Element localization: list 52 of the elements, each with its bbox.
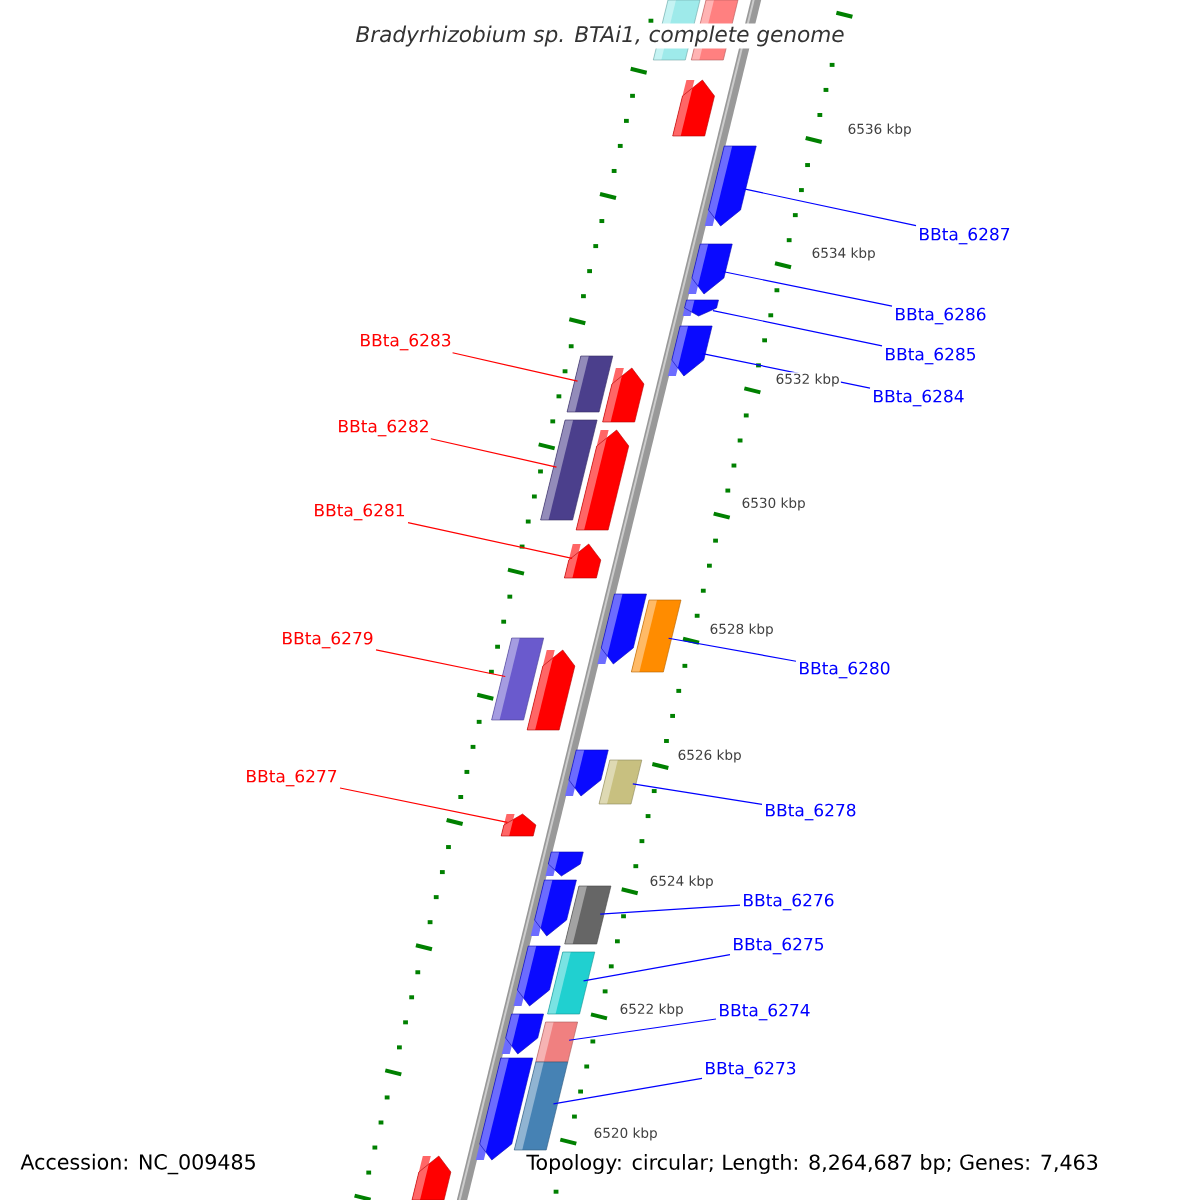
leader-line [599,904,741,915]
leader-line [375,649,506,678]
leader-line [742,188,917,227]
gene-label: BBta_6285 [886,347,976,365]
gene-label: BBta_6280 [800,661,890,679]
gene-box [602,367,645,423]
leader-line [430,438,558,468]
gene-label: BBta_6284 [874,389,964,407]
gene-box [682,299,719,317]
gene-box [526,649,576,731]
gene-box [575,429,630,531]
leader-line [451,352,579,382]
gene-box [688,243,733,295]
title: Bradyrhizobium sp. BTAi1, complete genome [353,23,847,49]
leader-line [632,783,763,805]
gene-box [704,145,757,227]
leader-line [568,1018,717,1041]
gene-box [564,543,602,579]
gene-label: BBta_6279 [283,631,373,649]
gene-box [565,749,609,797]
gene-label: BBta_6278 [766,803,856,821]
leader-line [407,521,573,559]
gene-box [535,1021,578,1063]
gene-box [598,759,643,805]
gene-label: BBta_6281 [315,503,405,521]
gene-label: BBta_6282 [339,419,428,437]
footer-text: Accession: NC_009485 [18,1151,259,1177]
gene-box [513,945,561,1007]
leader-line [721,270,893,307]
leader-line [668,637,797,662]
leader-line [339,787,509,824]
gene-box [672,79,715,137]
gene-label: BBta_6286 [896,307,986,325]
gene-box [667,325,713,377]
gene-label: BBta_6273 [706,1061,796,1079]
gene-label: BBta_6275 [734,937,824,955]
gene-label: BBta_6283 [361,333,451,351]
leader-line [582,954,731,982]
gene-box [597,593,647,665]
gene-label: BBta_6276 [744,893,834,911]
gene-label: BBta_6277 [247,769,337,787]
gene-box [500,813,537,837]
leader-line [552,1077,703,1105]
gene-box [411,1155,452,1200]
gene-box [545,851,584,877]
footer-text: Topology: circular; Length: 8,264,687 bp; Genes: 7,463 [524,1152,1101,1176]
gene-box [564,885,612,945]
gene-label: BBta_6274 [720,1003,810,1021]
gene-box [566,355,614,413]
leader-line [712,310,883,347]
gene-label: BBta_6287 [920,227,1010,245]
gene-box [501,1013,544,1055]
